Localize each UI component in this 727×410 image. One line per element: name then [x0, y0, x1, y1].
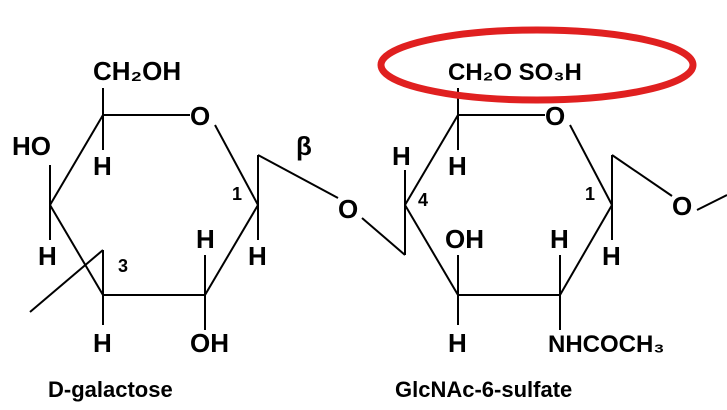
galactose-carbon-3-number: 3 [118, 256, 128, 276]
bond-c3-c4 [49, 204, 104, 296]
sulfate-highlight-ellipse [377, 26, 697, 104]
glcnac-h-c4-label: H [392, 141, 411, 171]
bond-c1-c2 [559, 204, 613, 296]
bond-o-c4 [361, 217, 406, 256]
bond-o-c1 [569, 124, 613, 206]
glcnac-carbon-4-number: 4 [418, 190, 428, 210]
bond-o-exit [696, 194, 727, 211]
galactose-h-c2-up-label: H [196, 224, 215, 254]
glcnac-ch2oso3h-label: CH₂O SO₃H [448, 59, 582, 86]
linkage-bonds [257, 154, 406, 256]
glcnac-h-c3-down-label: H [448, 328, 467, 358]
bond-c3-c4 [404, 204, 459, 296]
glcnac-oh-c3-label: OH [445, 224, 484, 254]
galactose-h-c3-down-label: H [93, 328, 112, 358]
glcnac-caption: GlcNAc-6-sulfate [395, 377, 572, 402]
glcnac-bonds [404, 88, 727, 330]
bond-beta-o [257, 154, 339, 199]
glcnac-h-c5-label: H [448, 151, 467, 181]
glcnac-ring-o-label: O [545, 101, 565, 131]
bond-c4-c5 [404, 114, 459, 206]
galactose-oh-c2-label: OH [190, 328, 229, 358]
galactose-caption: D-galactose [48, 377, 173, 402]
beta-linkage-label: β [296, 131, 312, 161]
galactose-ch2oh-label: CH₂OH [93, 56, 181, 86]
galactose-ho-label: HO [12, 131, 51, 161]
glcnac-carbon-1-number: 1 [585, 184, 595, 204]
bond-c1-o-right [611, 154, 673, 197]
bond-o-c1 [214, 124, 259, 206]
galactose-h-c4-label: H [93, 151, 112, 181]
galactose-h-c3-left-label: H [38, 241, 57, 271]
galactose-carbon-1-number: 1 [232, 184, 242, 204]
bond-c4-c5 [49, 114, 104, 206]
glcnac-h-c1-down-label: H [602, 241, 621, 271]
galactose-h-c1-down-label: H [248, 241, 267, 271]
glcnac-h-c2-up-label: H [550, 224, 569, 254]
galactose-ring-o-label: O [190, 101, 210, 131]
galactose-bonds [29, 88, 259, 330]
glcnac-nhcoch3-label: NHCOCH₃ [548, 331, 664, 358]
bond-c3-o-link [29, 249, 104, 313]
glycosidic-o-label: O [338, 194, 358, 224]
bond-c1-c2 [204, 204, 259, 296]
glcnac-glycosidic-o-right-label: O [672, 191, 692, 221]
